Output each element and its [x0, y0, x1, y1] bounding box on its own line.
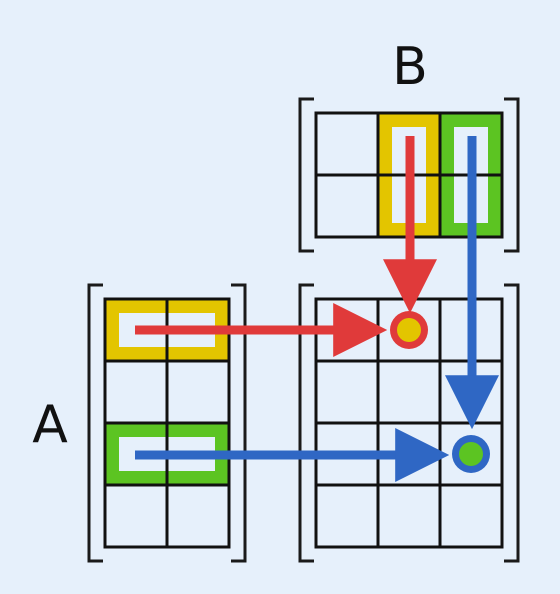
- matrix-b-label: B: [392, 37, 428, 97]
- matrix-a-label: A: [32, 395, 68, 455]
- matrix-c-left-bracket: [298, 283, 314, 563]
- matrix-b-brackets: [298, 97, 520, 253]
- matrix-b-left-bracket: [298, 97, 314, 253]
- matrix-b-right-bracket: [504, 97, 520, 253]
- matrix-a-left-bracket: [87, 283, 103, 563]
- arrows: [135, 136, 499, 482]
- matrix-a-right-bracket: [231, 283, 247, 563]
- matrix-c-right-bracket: [504, 283, 520, 563]
- result-dots: [390, 311, 490, 473]
- matrix-a-grid: [103, 297, 231, 549]
- result-cell-dot: [397, 318, 421, 342]
- matrix-c-brackets: [298, 283, 520, 563]
- result-cell-dot: [459, 442, 483, 466]
- matrix-a-brackets: [87, 283, 247, 563]
